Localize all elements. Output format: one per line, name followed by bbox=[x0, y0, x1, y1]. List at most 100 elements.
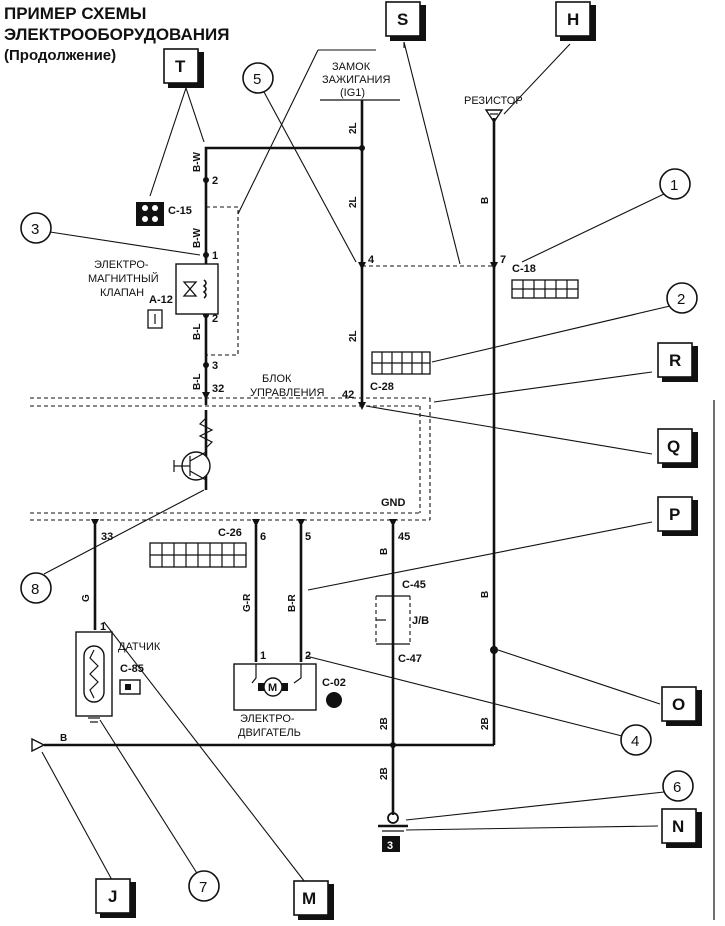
pin-number: 6 bbox=[260, 531, 266, 543]
wire-code-bw: B-W bbox=[192, 151, 203, 172]
callout-7-circle bbox=[188, 870, 220, 902]
connector-c26: C-26 bbox=[149, 527, 247, 568]
callout-m-box bbox=[293, 880, 329, 916]
motor-body bbox=[233, 663, 317, 711]
leader-q bbox=[365, 405, 653, 455]
junction-dot bbox=[203, 252, 209, 258]
callout-3: 3 bbox=[20, 212, 52, 244]
connector-c26-label: C-26 bbox=[218, 527, 242, 539]
pin-number: 1 bbox=[212, 250, 218, 262]
valve-dash-outline bbox=[206, 206, 239, 356]
callout-2-circle bbox=[666, 282, 698, 314]
connector-c15-pin bbox=[142, 216, 148, 222]
callout-n-label: N bbox=[672, 817, 684, 836]
leader-4 bbox=[305, 655, 623, 737]
leader-n bbox=[405, 825, 659, 831]
callout-t-label: T bbox=[175, 57, 186, 76]
valve-label-3: КЛАПАН bbox=[100, 287, 144, 299]
pin-arrow bbox=[252, 519, 260, 527]
connector-c15-label: C-15 bbox=[168, 205, 192, 217]
ground-terminal-icon bbox=[387, 812, 399, 824]
callout-n-box bbox=[661, 808, 697, 844]
transistor-emitter bbox=[189, 470, 207, 481]
callout-m-label: M bbox=[302, 889, 316, 908]
wire-code-br: B-R bbox=[287, 593, 298, 612]
junction-dot bbox=[390, 742, 396, 748]
callout-h: H bbox=[555, 1, 596, 41]
ground-box bbox=[382, 836, 400, 852]
connector-a12-icon bbox=[147, 309, 163, 329]
wire-code-2l: 2L bbox=[348, 122, 359, 134]
control-label-2: УПРАВЛЕНИЯ bbox=[250, 387, 324, 399]
callout-n: N bbox=[661, 808, 702, 848]
pin-arrow bbox=[389, 519, 397, 527]
leader-6 bbox=[405, 791, 665, 821]
valve-label-2: МАГНИТНЫЙ bbox=[88, 272, 159, 285]
callout-s-box bbox=[385, 1, 421, 37]
callout-8-label: 8 bbox=[31, 581, 39, 598]
connector-a12-label: A-12 bbox=[149, 294, 173, 306]
pin-numbers: 2 1 2 3 4 7 32 42 33 6 5 45 1 1 2 bbox=[100, 175, 506, 662]
motor-label-2: ДВИГАТЕЛЬ bbox=[238, 727, 301, 739]
connector-c15-pin bbox=[152, 216, 158, 222]
leader-o bbox=[497, 649, 661, 705]
callout-2: 2 bbox=[666, 282, 698, 314]
ignition-label-1: ЗАМОК bbox=[332, 61, 371, 73]
valve-body bbox=[175, 263, 219, 315]
callout-j: J bbox=[95, 878, 136, 918]
leader-ignition bbox=[237, 49, 319, 215]
jb-label: J/B bbox=[412, 615, 429, 627]
callout-q-box bbox=[657, 428, 693, 464]
solenoid-valve: ЭЛЕКТРО- МАГНИТНЫЙ КЛАПАН A-12 bbox=[88, 259, 219, 329]
callout-r-box bbox=[657, 342, 693, 378]
callout-t: T bbox=[163, 48, 204, 88]
connector-c15-pin bbox=[142, 205, 148, 211]
callout-3-label: 3 bbox=[31, 221, 39, 238]
terminal-j bbox=[31, 737, 46, 753]
connector-c15-pin bbox=[152, 205, 158, 211]
pin-number: 2 bbox=[212, 313, 218, 325]
leader-s bbox=[403, 41, 461, 265]
motor-brush-icon bbox=[282, 683, 288, 691]
pin-number: 32 bbox=[212, 383, 224, 395]
leader-j bbox=[41, 751, 113, 881]
callout-7-label: 7 bbox=[199, 879, 207, 896]
ignition-label-3: (IG1) bbox=[340, 87, 365, 99]
callout-h-box bbox=[555, 1, 591, 37]
pin-arrow bbox=[297, 519, 305, 527]
callout-m: M bbox=[293, 880, 334, 920]
leader-t-1 bbox=[149, 87, 187, 197]
gnd-label: GND bbox=[381, 497, 406, 509]
callout-boxes: S H T R Q P O bbox=[95, 1, 702, 920]
valve-symbol-icon bbox=[182, 281, 198, 297]
ignition-switch-label: ЗАМОК ЗАЖИГАНИЯ (IG1) bbox=[322, 61, 390, 99]
motor-label-1: ЭЛЕКТРО- bbox=[240, 713, 295, 725]
callout-j-box bbox=[95, 878, 131, 914]
callout-h-label: H bbox=[567, 10, 579, 29]
callout-1: 1 bbox=[659, 168, 691, 200]
junction-dot bbox=[203, 362, 209, 368]
connector-c18: C-18 bbox=[511, 263, 579, 299]
transistor-collector bbox=[189, 451, 207, 462]
sensor: ДАТЧИК C-85 bbox=[75, 631, 161, 723]
junction-block: C-45 J/B C-47 bbox=[375, 579, 429, 665]
callout-s-label: S bbox=[397, 10, 408, 29]
connector-c15-icon bbox=[136, 202, 164, 226]
valve-coil-icon bbox=[202, 279, 207, 299]
leader-1 bbox=[521, 193, 665, 263]
junctions bbox=[91, 145, 498, 748]
motor: M C-02 ЭЛЕКТРО- ДВИГАТЕЛЬ bbox=[233, 663, 346, 739]
wire-code-b-bottom: B bbox=[60, 733, 67, 744]
wire-code-gr: G-R bbox=[242, 593, 253, 612]
connector-c02-label: C-02 bbox=[322, 677, 346, 689]
wire-code-b: B bbox=[480, 197, 491, 204]
connector-c02-icon bbox=[326, 692, 342, 708]
pin-number: 5 bbox=[305, 531, 311, 543]
control-unit-label: БЛОК УПРАВЛЕНИЯ bbox=[250, 373, 324, 399]
wire-codes: B-W B-W B-L B-L 2L 2L 2L B B 2B B 2B 2B … bbox=[60, 122, 491, 780]
connector-c85-pin bbox=[125, 684, 131, 690]
callout-p-box bbox=[657, 496, 693, 532]
ground: 3 bbox=[378, 812, 408, 852]
connector-c47-label: C-47 bbox=[398, 653, 422, 665]
callout-o: O bbox=[661, 686, 702, 726]
